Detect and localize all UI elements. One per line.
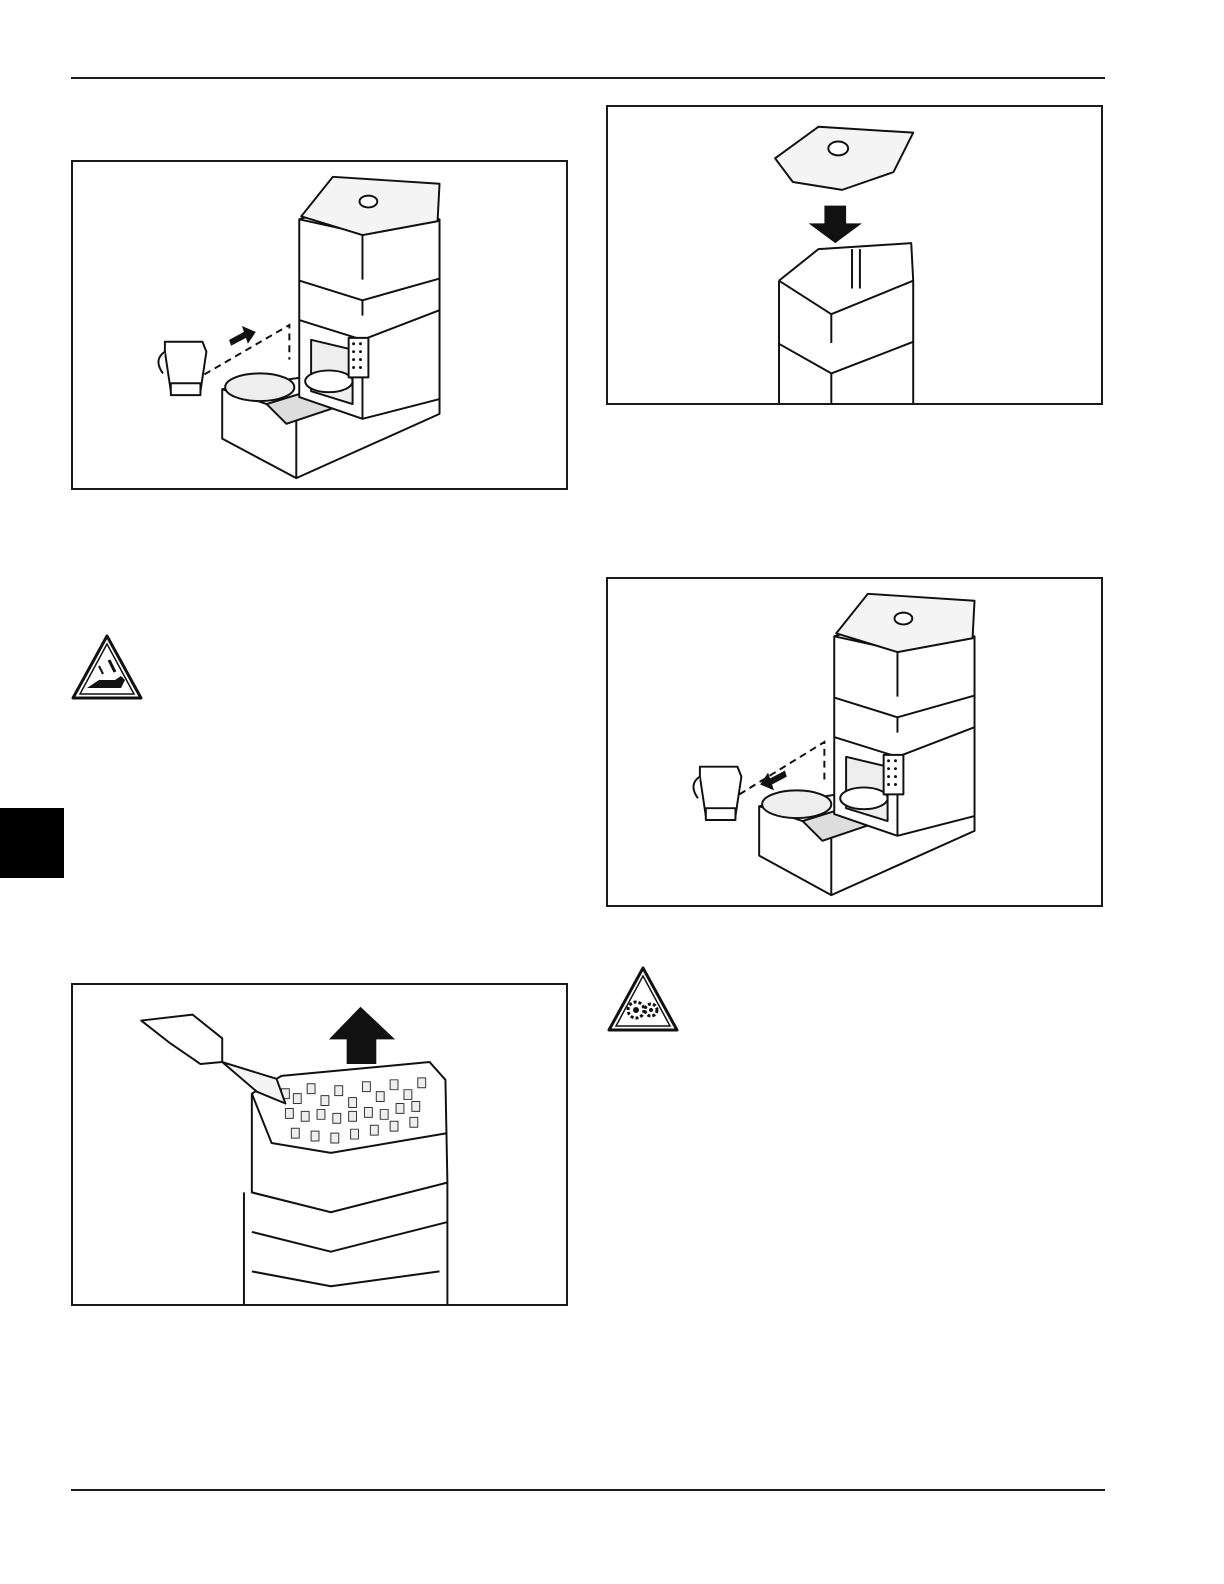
section-tab xyxy=(0,808,64,878)
figure-remove-pitcher xyxy=(606,577,1103,907)
hopper-lid-illustration xyxy=(608,107,1101,403)
dispenser-remove-pitcher-illustration xyxy=(608,579,1101,905)
figure-install-pitcher xyxy=(71,160,568,490)
hand-crush-warning-icon xyxy=(69,632,145,702)
footer-rule xyxy=(71,1489,1105,1491)
header-rule xyxy=(71,77,1105,79)
scoop-fill-hopper-illustration xyxy=(73,985,566,1304)
figure-fill-hopper xyxy=(71,983,568,1306)
dispenser-insert-pitcher-illustration xyxy=(73,162,566,488)
figure-install-lid xyxy=(606,105,1103,405)
rotating-gears-warning-icon xyxy=(605,964,681,1034)
